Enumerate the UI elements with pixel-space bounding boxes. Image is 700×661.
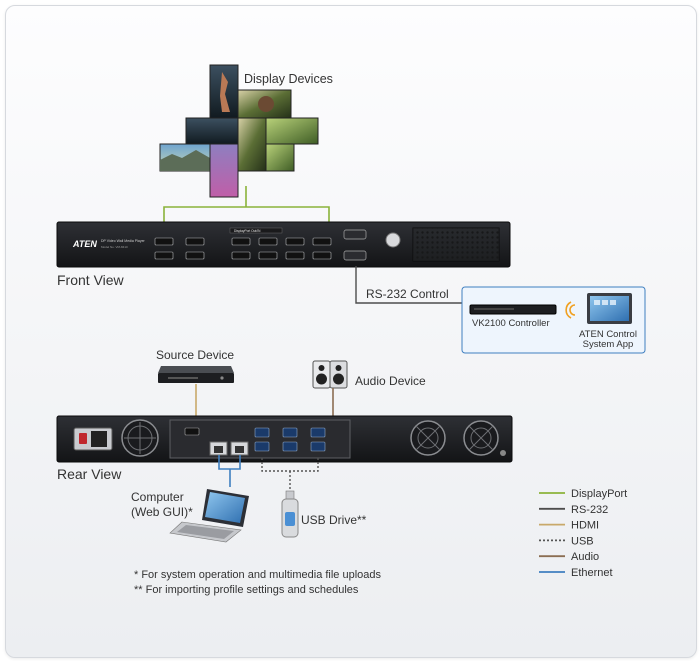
- audio-device: [312, 360, 348, 389]
- ethernet-connection: [218, 455, 241, 487]
- usb-drive-label: USB Drive**: [301, 513, 367, 527]
- displayport-connector: [185, 237, 205, 246]
- footnote-2: ** For importing profile settings and sc…: [134, 584, 359, 596]
- usb-port: [254, 427, 270, 438]
- rear-view-chassis: [56, 415, 513, 463]
- display-devices-wall: Display Devices: [159, 64, 333, 198]
- usb-drive-icon: [281, 490, 299, 538]
- power-button: [385, 232, 401, 248]
- displayport-connector: [258, 237, 278, 246]
- rear-view-label: Rear View: [57, 466, 122, 482]
- displayport-connector: [231, 237, 251, 246]
- rear-fan-left: [410, 420, 446, 456]
- displayport-connector: [154, 237, 174, 246]
- displayport-connector: [285, 237, 305, 246]
- legend-label: Ethernet: [571, 567, 613, 579]
- legend-item: DisplayPort: [539, 488, 627, 500]
- front-view-chassis: ATEN DP Video Wall Media Player Model No…: [56, 221, 511, 268]
- legend-label: Audio: [571, 551, 599, 563]
- rear-fan-right: [463, 420, 499, 456]
- rs232-port-top: [343, 229, 367, 240]
- legend-label: DisplayPort: [571, 488, 627, 500]
- rs232-port-bottom: [343, 250, 367, 261]
- source-device: [158, 366, 234, 383]
- legend-item: USB: [539, 535, 594, 547]
- displayport-connector: [285, 251, 305, 260]
- fan-grille: [121, 419, 159, 457]
- legend-item: RS-232: [539, 504, 608, 516]
- source-device-label: Source Device: [156, 348, 234, 362]
- displayport-connection: [163, 186, 330, 222]
- hdmi-input-port: [184, 427, 200, 436]
- usb-port: [282, 427, 298, 438]
- displayport-ports: [154, 237, 332, 260]
- vk2100-controller-label: VK2100 Controller: [472, 318, 550, 329]
- aten-control-label-line1: ATEN Control: [579, 329, 637, 340]
- displayport-connector: [312, 237, 332, 246]
- laptop-icon: [169, 489, 249, 543]
- legend-item: Ethernet: [539, 567, 613, 579]
- brand-logo: ATEN: [72, 239, 97, 249]
- model-number: Model No. VM-8410: [101, 245, 128, 249]
- computer-label-line1: Computer: [131, 490, 184, 504]
- usb-ports: [254, 427, 326, 452]
- usb-connection: [261, 458, 319, 490]
- audio-device-label: Audio Device: [355, 374, 426, 388]
- legend-item: HDMI: [539, 520, 599, 532]
- model-name: DP Video Wall Media Player: [101, 239, 146, 243]
- usb-port: [310, 441, 326, 452]
- aten-control-label-line2: System App: [583, 339, 634, 350]
- legend-label: RS-232: [571, 504, 608, 516]
- footnote-1: * For system operation and multimedia fi…: [134, 569, 382, 581]
- front-vent: [412, 227, 500, 262]
- legend-label: HDMI: [571, 520, 599, 532]
- legend-label: USB: [571, 535, 594, 547]
- displayport-connector: [154, 251, 174, 260]
- displayport-connector: [312, 251, 332, 260]
- wireless-icon: [565, 301, 576, 319]
- control-panel: VK2100 Controller ATEN Control System Ap…: [461, 286, 646, 354]
- usb-port: [254, 441, 270, 452]
- port-group-label: DisplayPort Out/IN: [234, 229, 261, 233]
- rs232-control-label: RS-232 Control: [366, 287, 449, 301]
- usb-port: [282, 441, 298, 452]
- displayport-connector: [258, 251, 278, 260]
- front-view-label: Front View: [57, 272, 125, 288]
- io-module: [169, 419, 351, 459]
- display-devices-label: Display Devices: [244, 72, 333, 86]
- ground-screw: [500, 450, 506, 456]
- displayport-connector: [231, 251, 251, 260]
- displayport-connector: [185, 251, 205, 260]
- usb-port: [310, 427, 326, 438]
- computer-label-line2: (Web GUI)*: [131, 505, 193, 519]
- legend-item: Audio: [539, 551, 599, 563]
